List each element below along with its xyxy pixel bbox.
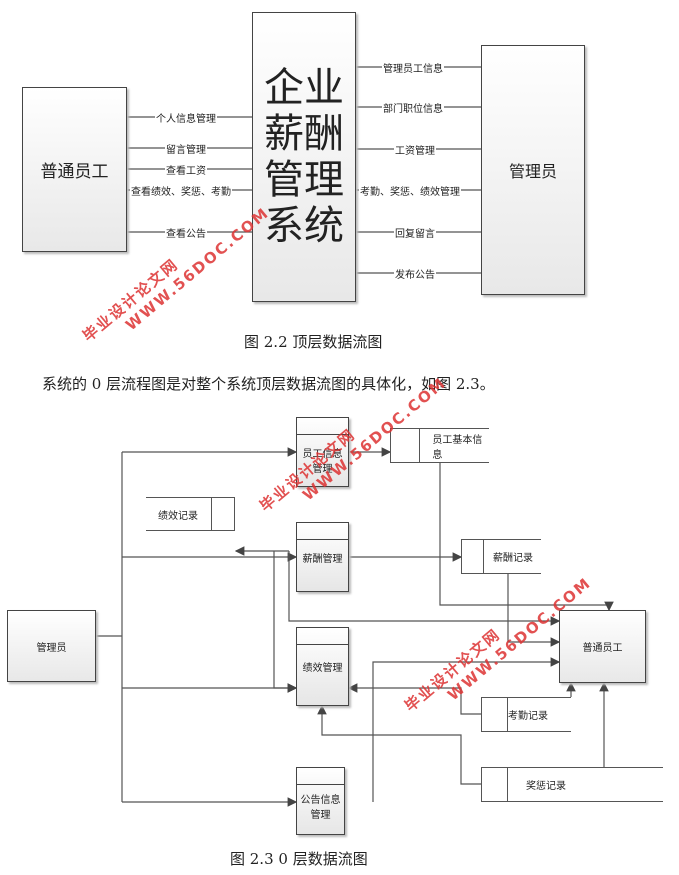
entity-employee: 普通员工	[22, 87, 127, 252]
store-attend-rec: 考勤记录	[481, 697, 571, 732]
entity-employee-l0: 普通员工	[559, 610, 646, 683]
flow-label: 查看绩效、奖惩、考勤	[130, 183, 232, 198]
figure-caption: 图 2.2 顶层数据流图	[244, 333, 383, 351]
flow-label: 发布公告	[394, 266, 436, 281]
flow-label: 管理员工信息	[382, 60, 444, 75]
flow-label: 部门职位信息	[382, 100, 444, 115]
system-line: 管理	[264, 157, 344, 203]
process-perf: 绩效管理	[296, 627, 349, 706]
figure-caption: 图 2.3 0 层数据流图	[230, 850, 368, 868]
body-paragraph: 系统的 0 层流程图是对整个系统顶层数据流图的具体化，如图 2.3。	[42, 375, 495, 393]
store-emp-basic: 员工基本信息	[390, 428, 489, 463]
flow-label: 查看工资	[165, 162, 207, 177]
flow-label: 留言管理	[165, 141, 207, 156]
system-line: 企业	[264, 65, 344, 111]
entity-admin: 管理员	[481, 45, 585, 295]
flow-label: 查看公告	[165, 225, 207, 240]
flow-label: 工资管理	[394, 142, 436, 157]
flow-label: 个人信息管理	[155, 110, 217, 125]
system-line: 系统	[264, 203, 344, 249]
process-emp-info: 员工信息管理	[296, 417, 349, 487]
system-process: 企业 薪酬 管理 系统	[252, 12, 356, 302]
store-perf-rec: 绩效记录	[146, 497, 235, 531]
process-salary: 薪酬管理	[296, 522, 349, 592]
system-line: 薪酬	[264, 111, 344, 157]
flow-label: 考勤、奖惩、绩效管理	[359, 183, 461, 198]
store-reward-rec: 奖惩记录	[481, 767, 663, 802]
flow-label: 回复留言	[394, 225, 436, 240]
process-notice: 公告信息管理	[296, 767, 345, 835]
store-salary-rec: 薪酬记录	[461, 539, 541, 574]
entity-admin-l0: 管理员	[7, 610, 96, 682]
